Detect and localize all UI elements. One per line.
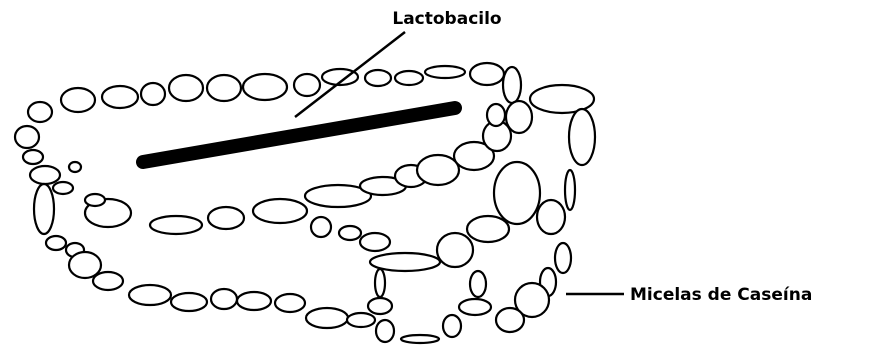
casein-micelle: [360, 233, 390, 251]
casein-micelle: [141, 83, 165, 105]
casein-micelle: [443, 315, 461, 337]
casein-micelle: [368, 298, 392, 314]
casein-micelle: [93, 272, 123, 290]
casein-micelle: [537, 200, 565, 234]
casein-micelle: [85, 194, 105, 206]
casein-micelle: [61, 88, 95, 112]
casein-micelle: [23, 150, 43, 164]
casein-micelle: [506, 101, 532, 133]
lactobacillus-rod: [143, 108, 455, 162]
casein-micelle: [496, 308, 524, 332]
casein-micelles-label: Micelas de Caseína: [630, 285, 812, 305]
casein-micelle-network: [15, 63, 595, 343]
casein-micelle: [425, 66, 465, 78]
casein-micelle: [565, 170, 575, 210]
casein-micelle: [102, 86, 138, 108]
casein-micelle: [237, 292, 271, 310]
casein-micelle: [15, 126, 39, 148]
casein-micelle: [46, 236, 66, 250]
casein-micelle: [437, 233, 473, 267]
casein-micelle: [208, 207, 244, 229]
casein-micelle: [169, 75, 203, 101]
casein-micelle: [28, 102, 52, 122]
casein-micelle: [470, 271, 486, 297]
casein-micelle: [69, 162, 81, 172]
casein-micelle: [339, 226, 361, 240]
casein-micelle: [494, 162, 540, 224]
casein-micelle: [311, 217, 331, 237]
casein-micelle: [395, 71, 423, 85]
casein-micelle: [243, 74, 287, 100]
casein-micelle: [294, 74, 320, 96]
casein-micelle: [150, 216, 202, 234]
casein-micelle: [129, 285, 171, 305]
casein-micelle: [569, 109, 595, 165]
casein-micelle: [467, 216, 509, 242]
casein-micelle: [470, 63, 504, 85]
casein-micelle: [347, 313, 375, 327]
casein-micelle: [211, 289, 237, 309]
casein-micelle: [207, 75, 241, 101]
casein-micelle: [365, 70, 391, 86]
lactobacillus-label: Lactobacilo: [392, 9, 501, 29]
casein-micelle: [375, 269, 385, 297]
casein-micelle: [53, 182, 73, 194]
casein-micelle: [487, 104, 505, 126]
casein-micelle: [459, 299, 491, 315]
casein-micelle: [253, 199, 307, 223]
casein-micelle: [370, 253, 440, 271]
casein-micelle: [555, 243, 571, 273]
casein-micelle: [417, 155, 459, 185]
casein-micelle: [275, 294, 305, 312]
casein-micelle: [376, 320, 394, 342]
casein-micelle: [171, 293, 207, 311]
casein-micelle: [401, 335, 439, 343]
casein-micelle: [30, 166, 60, 184]
casein-micelle: [34, 184, 54, 234]
casein-micelle: [503, 67, 521, 103]
casein-micelle: [306, 308, 348, 328]
